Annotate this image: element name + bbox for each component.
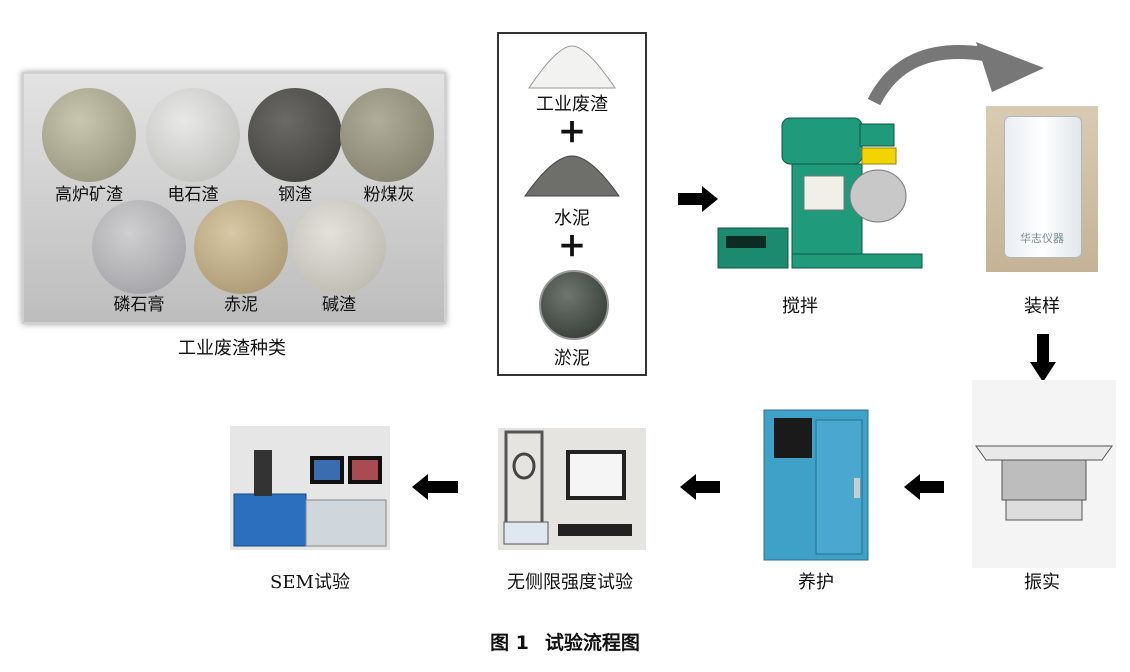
- left-arrow-icon-3: [412, 474, 458, 500]
- material-label-1: 工业废渣: [536, 94, 608, 115]
- waste-label-1: 高炉矿渣: [55, 185, 123, 205]
- figure-caption: 图 1 试验流程图: [0, 628, 1130, 655]
- blast-furnace-slag-image: [42, 88, 136, 182]
- loading-label: 装样: [1024, 296, 1060, 317]
- mold-image: 华志仪器: [986, 106, 1098, 272]
- sem-equipment-image: [230, 426, 390, 550]
- down-arrow-icon: [1030, 334, 1056, 382]
- waste-label-4: 粉煤灰: [363, 185, 415, 205]
- alkali-slag-image: [292, 200, 386, 294]
- waste-types-panel: 高炉矿渣 电石渣 钢渣 粉煤灰 磷石膏 赤泥 碱渣: [22, 72, 446, 324]
- left-arrow-icon-2: [680, 474, 720, 500]
- mixing-label: 搅拌: [782, 296, 818, 317]
- curing-chamber-image: [763, 409, 869, 561]
- material-label-2: 水泥: [554, 208, 590, 229]
- mixer-machine-image: [717, 117, 923, 269]
- figure-title: 试验流程图: [544, 632, 640, 654]
- fly-ash-image: [340, 88, 434, 182]
- waste-label-3: 钢渣: [278, 185, 312, 205]
- waste-types-title: 工业废渣种类: [178, 338, 286, 359]
- right-arrow-icon: [678, 186, 718, 212]
- curing-label: 养护: [798, 572, 834, 593]
- waste-label-5: 磷石膏: [113, 295, 165, 315]
- sludge-image: [539, 270, 609, 340]
- waste-label-6: 赤泥: [224, 295, 258, 315]
- steel-slag-image: [248, 88, 342, 182]
- waste-label-2: 电石渣: [167, 185, 219, 205]
- vibration-table-image: [972, 380, 1116, 568]
- industrial-waste-pile-image: [528, 45, 616, 89]
- carbide-slag-image: [146, 88, 240, 182]
- left-arrow-icon-1: [904, 474, 944, 500]
- curved-arrow-icon: [867, 42, 1044, 106]
- cement-pile-image: [524, 155, 620, 197]
- material-label-3: 淤泥: [554, 348, 590, 369]
- vibrating-label: 振实: [1024, 572, 1060, 593]
- ucs-test-equipment-image: [498, 428, 646, 550]
- red-mud-image: [194, 200, 288, 294]
- plus-sign-1: +: [557, 111, 587, 151]
- figure-number: 图 1: [490, 632, 529, 654]
- sem-test-label: SEM试验: [270, 572, 350, 593]
- plus-sign-2: +: [557, 225, 587, 265]
- waste-label-7: 碱渣: [322, 295, 356, 315]
- materials-box: 工业废渣 + 水泥 + 淤泥: [497, 32, 647, 376]
- phosphogypsum-image: [92, 200, 186, 294]
- ucs-test-label: 无侧限强度试验: [507, 572, 633, 593]
- mold-brand-text: 华志仪器: [1020, 232, 1064, 245]
